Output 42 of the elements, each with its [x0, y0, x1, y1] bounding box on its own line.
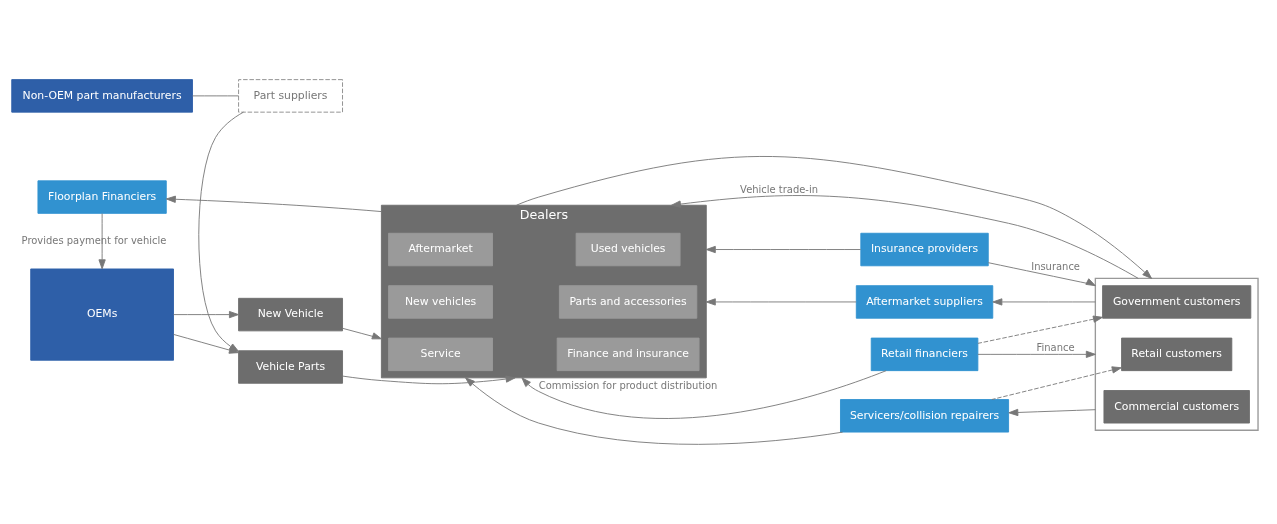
arrow	[705, 298, 857, 306]
edge-label: Vehicle trade-in	[740, 184, 818, 196]
node-box: Government customers	[1102, 285, 1252, 319]
arrow	[992, 298, 1096, 306]
arrow	[465, 377, 844, 445]
arrow	[991, 366, 1122, 400]
arrow	[342, 375, 516, 385]
arrow	[987, 262, 1096, 287]
node-box: Floorplan Financiers	[37, 180, 167, 214]
node-box: Aftermarket suppliers	[855, 285, 994, 319]
node-box: Vehicle Parts	[238, 350, 343, 384]
node-box: Part suppliers	[238, 79, 343, 113]
node-box: New vehicles	[388, 285, 493, 319]
connector	[192, 95, 239, 97]
edge-label: Finance	[1036, 342, 1075, 354]
node-box: Used vehicles	[575, 232, 681, 267]
node-box: Servicers/collision repairers	[840, 399, 1010, 433]
node-box: Finance and insurance	[556, 337, 700, 372]
node-box: Retail financiers	[870, 337, 979, 372]
edge-label: Provides payment for vehicle	[21, 234, 167, 246]
arrow	[521, 370, 887, 419]
arrow	[977, 350, 1096, 358]
node-box: Service	[388, 337, 493, 372]
node-box: Parts and accessories	[558, 285, 698, 319]
arrow	[516, 156, 1153, 279]
node-box: Retail customers	[1121, 337, 1233, 372]
edge-label: Insurance	[1031, 261, 1080, 273]
arrow	[705, 245, 862, 254]
arrow	[977, 315, 1103, 344]
node-box: Non-OEM part manufacturers	[11, 79, 193, 113]
arrow	[173, 311, 239, 319]
node-box: OEMs	[30, 268, 174, 361]
node-box: Insurance providers	[860, 232, 989, 267]
node-box: New Vehicle	[238, 297, 343, 332]
arrow	[342, 327, 382, 340]
arrow	[671, 195, 1139, 279]
node-box: Aftermarket	[388, 232, 493, 267]
arrow	[165, 195, 382, 212]
node-box: Commercial customers	[1103, 390, 1250, 424]
edge-label: Commission for product distribution	[538, 379, 718, 391]
arrow	[1008, 408, 1096, 417]
arrow	[98, 213, 106, 270]
